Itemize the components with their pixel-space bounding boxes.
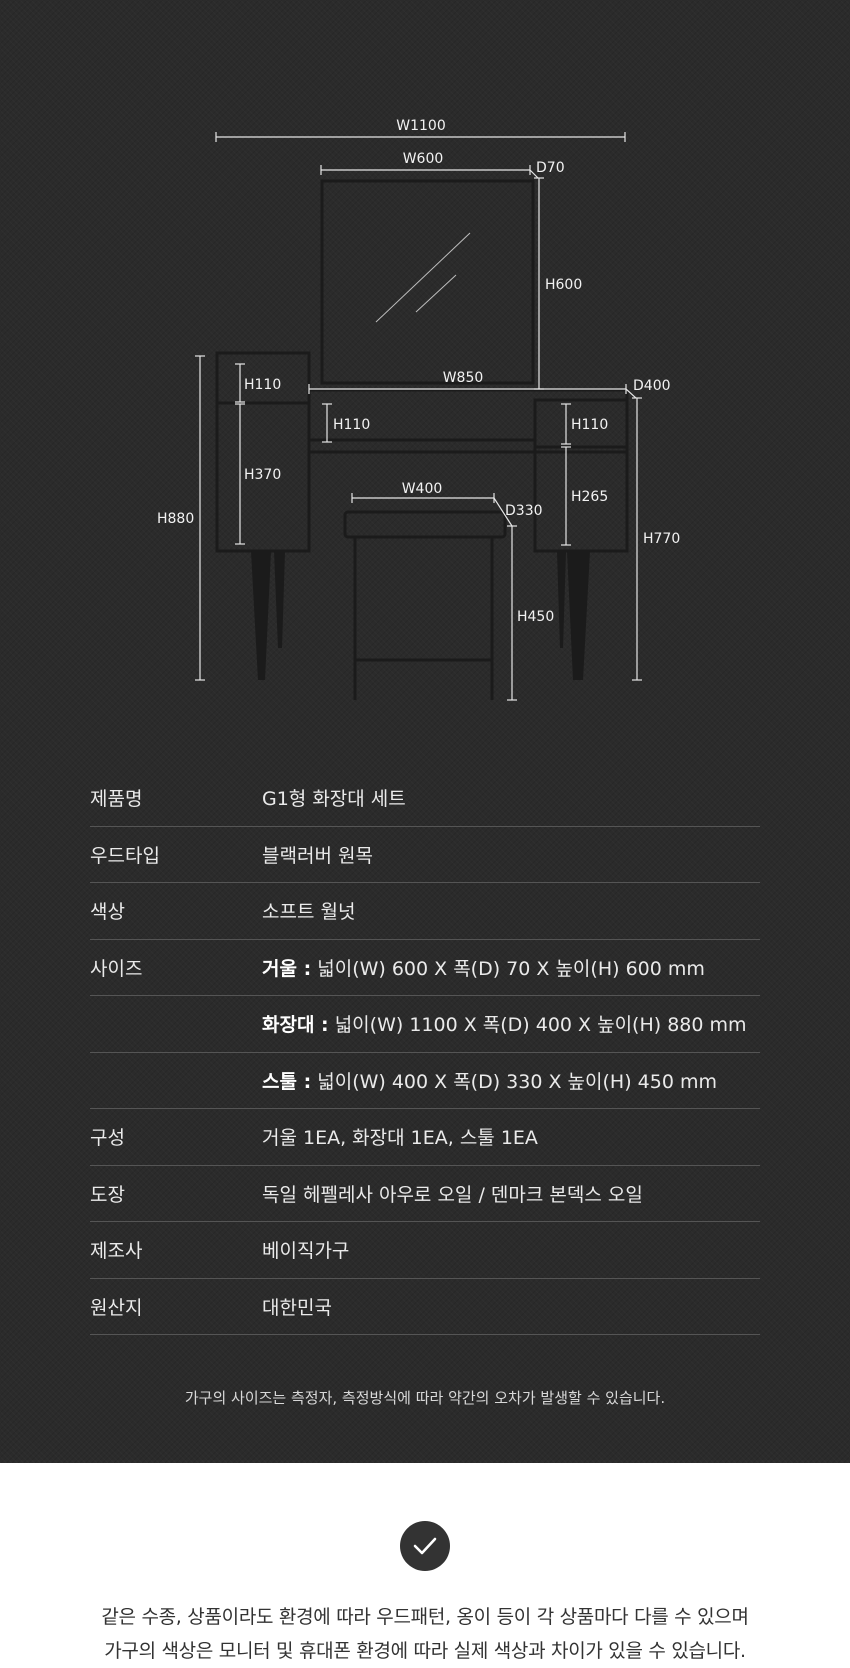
- spec-value: 베이직가구: [262, 1240, 350, 1263]
- dim-h880: H880: [157, 511, 194, 527]
- spec-row-origin: 원산지 대한민국: [90, 1279, 760, 1335]
- dim-h110-right: H110: [571, 417, 608, 433]
- dim-h770: H770: [643, 531, 680, 547]
- dimension-diagram: W1100 W600 D70 H600 W850 D400 H110 H370 …: [157, 118, 680, 701]
- spec-item-size: 넓이(W) 1100 X 폭(D) 400 X 높이(H) 880 mm: [334, 1014, 747, 1037]
- spec-value: 거울 : 넓이(W) 600 X 폭(D) 70 X 높이(H) 600 mm: [262, 954, 760, 981]
- right-leg: [567, 551, 590, 680]
- dark-spec-panel: [0, 0, 850, 1463]
- spec-label: 제조사: [90, 1240, 143, 1263]
- spec-row-size-vanity: 화장대 : 넓이(W) 1100 X 폭(D) 400 X 높이(H) 880 …: [90, 996, 760, 1053]
- dim-d330: D330: [505, 503, 543, 519]
- spec-label: 색상: [90, 901, 125, 924]
- spec-row-finish: 도장 독일 헤펠레사 아우로 오일 / 덴마크 본덱스 오일: [90, 1166, 760, 1222]
- spec-row-composition: 구성 거울 1EA, 화장대 1EA, 스툴 1EA: [90, 1109, 760, 1166]
- dim-d70: D70: [536, 160, 565, 176]
- spec-item-size: 넓이(W) 600 X 폭(D) 70 X 높이(H) 600 mm: [317, 957, 705, 980]
- spec-value: 블랙러버 원목: [262, 844, 373, 867]
- left-leg: [251, 551, 271, 680]
- spec-label: 우드타입: [90, 844, 160, 867]
- dim-h110-left: H110: [244, 377, 281, 393]
- spec-label: 사이즈: [90, 957, 143, 980]
- stool-seat: [343, 510, 507, 539]
- spec-row-manufacturer: 제조사 베이직가구: [90, 1222, 760, 1279]
- dim-w850: W850: [443, 370, 484, 386]
- dim-d400: D400: [633, 378, 671, 394]
- spec-label: 도장: [90, 1183, 125, 1206]
- spec-label: 원산지: [90, 1296, 143, 1319]
- mirror: [320, 179, 535, 385]
- spec-item-size: 넓이(W) 400 X 폭(D) 330 X 높이(H) 450 mm: [317, 1070, 717, 1093]
- check-circle-icon: [400, 1521, 450, 1571]
- dim-w1100: W1100: [396, 118, 445, 134]
- spec-row-size-stool: 스툴 : 넓이(W) 400 X 폭(D) 330 X 높이(H) 450 mm: [90, 1053, 760, 1109]
- dim-h450: H450: [517, 609, 554, 625]
- dim-h600: H600: [545, 277, 582, 293]
- dim-h265: H265: [571, 489, 608, 505]
- size-tolerance-note: 가구의 사이즈는 측정자, 측정방식에 따라 약간의 오차가 발생할 수 있습니…: [184, 1389, 666, 1407]
- spec-row-color: 색상 소프트 월넛: [90, 883, 760, 940]
- spec-row-size-mirror: 사이즈 거울 : 넓이(W) 600 X 폭(D) 70 X 높이(H) 600…: [90, 940, 760, 996]
- spec-value: 소프트 월넛: [262, 901, 356, 924]
- dim-w400: W400: [402, 481, 443, 497]
- spec-label: 구성: [90, 1127, 125, 1150]
- spec-item-name: 스툴 :: [262, 1070, 312, 1093]
- notice-text: 같은 수종, 상품이라도 환경에 따라 우드패턴, 옹이 등이 각 상품마다 다…: [0, 1600, 850, 1668]
- spec-item-name: 화장대 :: [262, 1014, 329, 1037]
- dim-h110-center: H110: [333, 417, 370, 433]
- notice-line-1: 같은 수종, 상품이라도 환경에 따라 우드패턴, 옹이 등이 각 상품마다 다…: [101, 1606, 749, 1628]
- spec-value: G1형 화장대 세트: [262, 788, 406, 811]
- dim-w600: W600: [403, 151, 444, 167]
- spec-row-wood-type: 우드타입 블랙러버 원목: [90, 827, 760, 883]
- dim-h370: H370: [244, 467, 281, 483]
- notice-line-2: 가구의 색상은 모니터 및 휴대폰 환경에 따라 실제 색상과 차이가 있을 수…: [104, 1640, 746, 1662]
- spec-value: 독일 헤펠레사 아우로 오일 / 덴마크 본덱스 오일: [262, 1183, 643, 1206]
- spec-value: 화장대 : 넓이(W) 1100 X 폭(D) 400 X 높이(H) 880 …: [262, 1010, 760, 1037]
- spec-row-product-name: 제품명 G1형 화장대 세트: [90, 770, 760, 827]
- spec-table: 제품명 G1형 화장대 세트 우드타입 블랙러버 원목 색상 소프트 월넛 사이…: [90, 770, 760, 1335]
- spec-value: 거울 1EA, 화장대 1EA, 스툴 1EA: [262, 1127, 538, 1150]
- spec-value: 대한민국: [262, 1296, 332, 1319]
- spec-value: 스툴 : 넓이(W) 400 X 폭(D) 330 X 높이(H) 450 mm: [262, 1067, 760, 1094]
- spec-label: 제품명: [90, 788, 143, 811]
- spec-item-name: 거울 :: [262, 957, 312, 980]
